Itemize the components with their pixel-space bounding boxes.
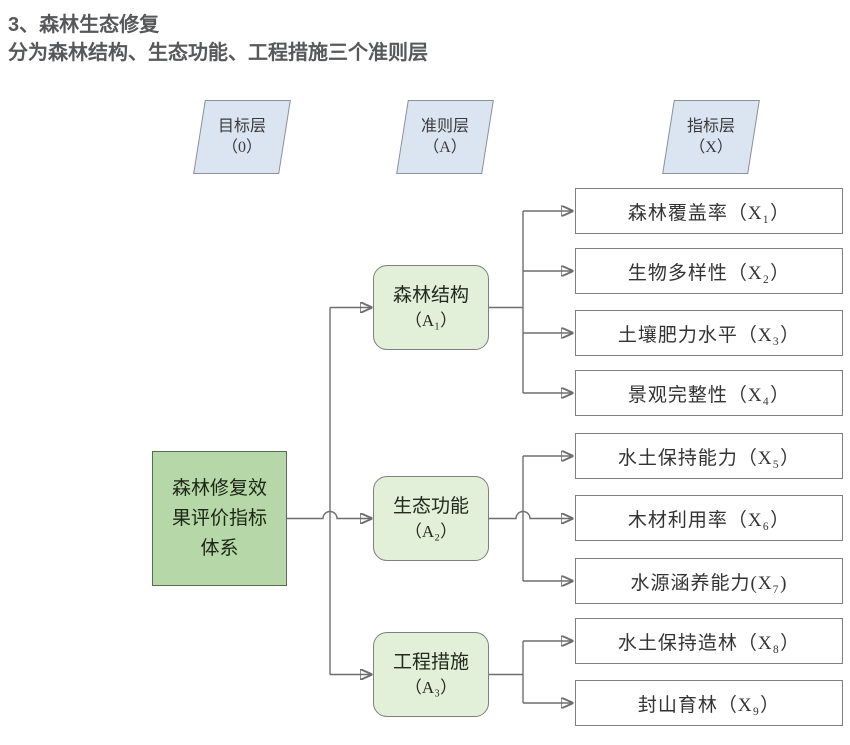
layer-label-indicator: 指标层 （X） [662,100,760,174]
indicator-box-x9: 封山育林（X₉） [575,680,843,726]
criteria-code: （A₁） [404,310,458,330]
indicator-box-x1: 森林覆盖率（X₁） [575,188,843,234]
layer-label-goal-name: 目标层 [217,118,266,135]
layer-label-criteria: 准则层 （A） [396,100,494,174]
page-subtitle: 分为森林结构、生态功能、工程措施三个准则层 [8,42,428,64]
criteria-code: （A₂） [404,521,458,541]
layer-label-goal-code: （0） [221,139,262,156]
indicator-box-x8: 水土保持造林（X₈） [575,618,843,664]
indicator-box-x6: 木材利用率（X₆） [575,495,843,541]
criteria-name: 生态功能 [392,495,469,517]
layer-label-indicator-name: 指标层 [686,118,735,135]
criteria-code: （A₃） [404,677,458,697]
connector-a2-x6 [489,510,572,519]
goal-box: 森林修复效 果评价指标 体系 [152,451,287,586]
indicator-box-x4: 景观完整性（X₄） [575,370,843,416]
goal-line: 森林修复效 [171,477,267,499]
criteria-name: 森林结构 [392,284,469,306]
layer-label-goal: 目标层 （0） [193,100,291,174]
layer-label-indicator-code: （X） [689,139,733,156]
indicator-box-x5: 水土保持能力（X₅） [575,433,843,479]
layer-label-criteria-code: （A） [423,139,467,156]
connector-goal-a2 [287,510,371,519]
criteria-box-ecological-function: 生态功能 （A₂） [373,476,489,561]
page-title: 3、森林生态修复 [8,14,160,36]
indicator-box-x3: 土壤肥力水平（X₃） [575,310,843,356]
indicator-box-x2: 生物多样性（X₂） [575,248,843,294]
criteria-box-engineering-measures: 工程措施 （A₃） [373,632,489,717]
criteria-box-forest-structure: 森林结构 （A₁） [373,265,489,350]
layer-label-criteria-name: 准则层 [420,118,469,135]
indicator-box-x7: 水源涵养能力(X₇) [575,558,843,604]
criteria-name: 工程措施 [392,651,469,673]
goal-line: 果评价指标 [171,507,267,529]
goal-line: 体系 [200,537,239,559]
